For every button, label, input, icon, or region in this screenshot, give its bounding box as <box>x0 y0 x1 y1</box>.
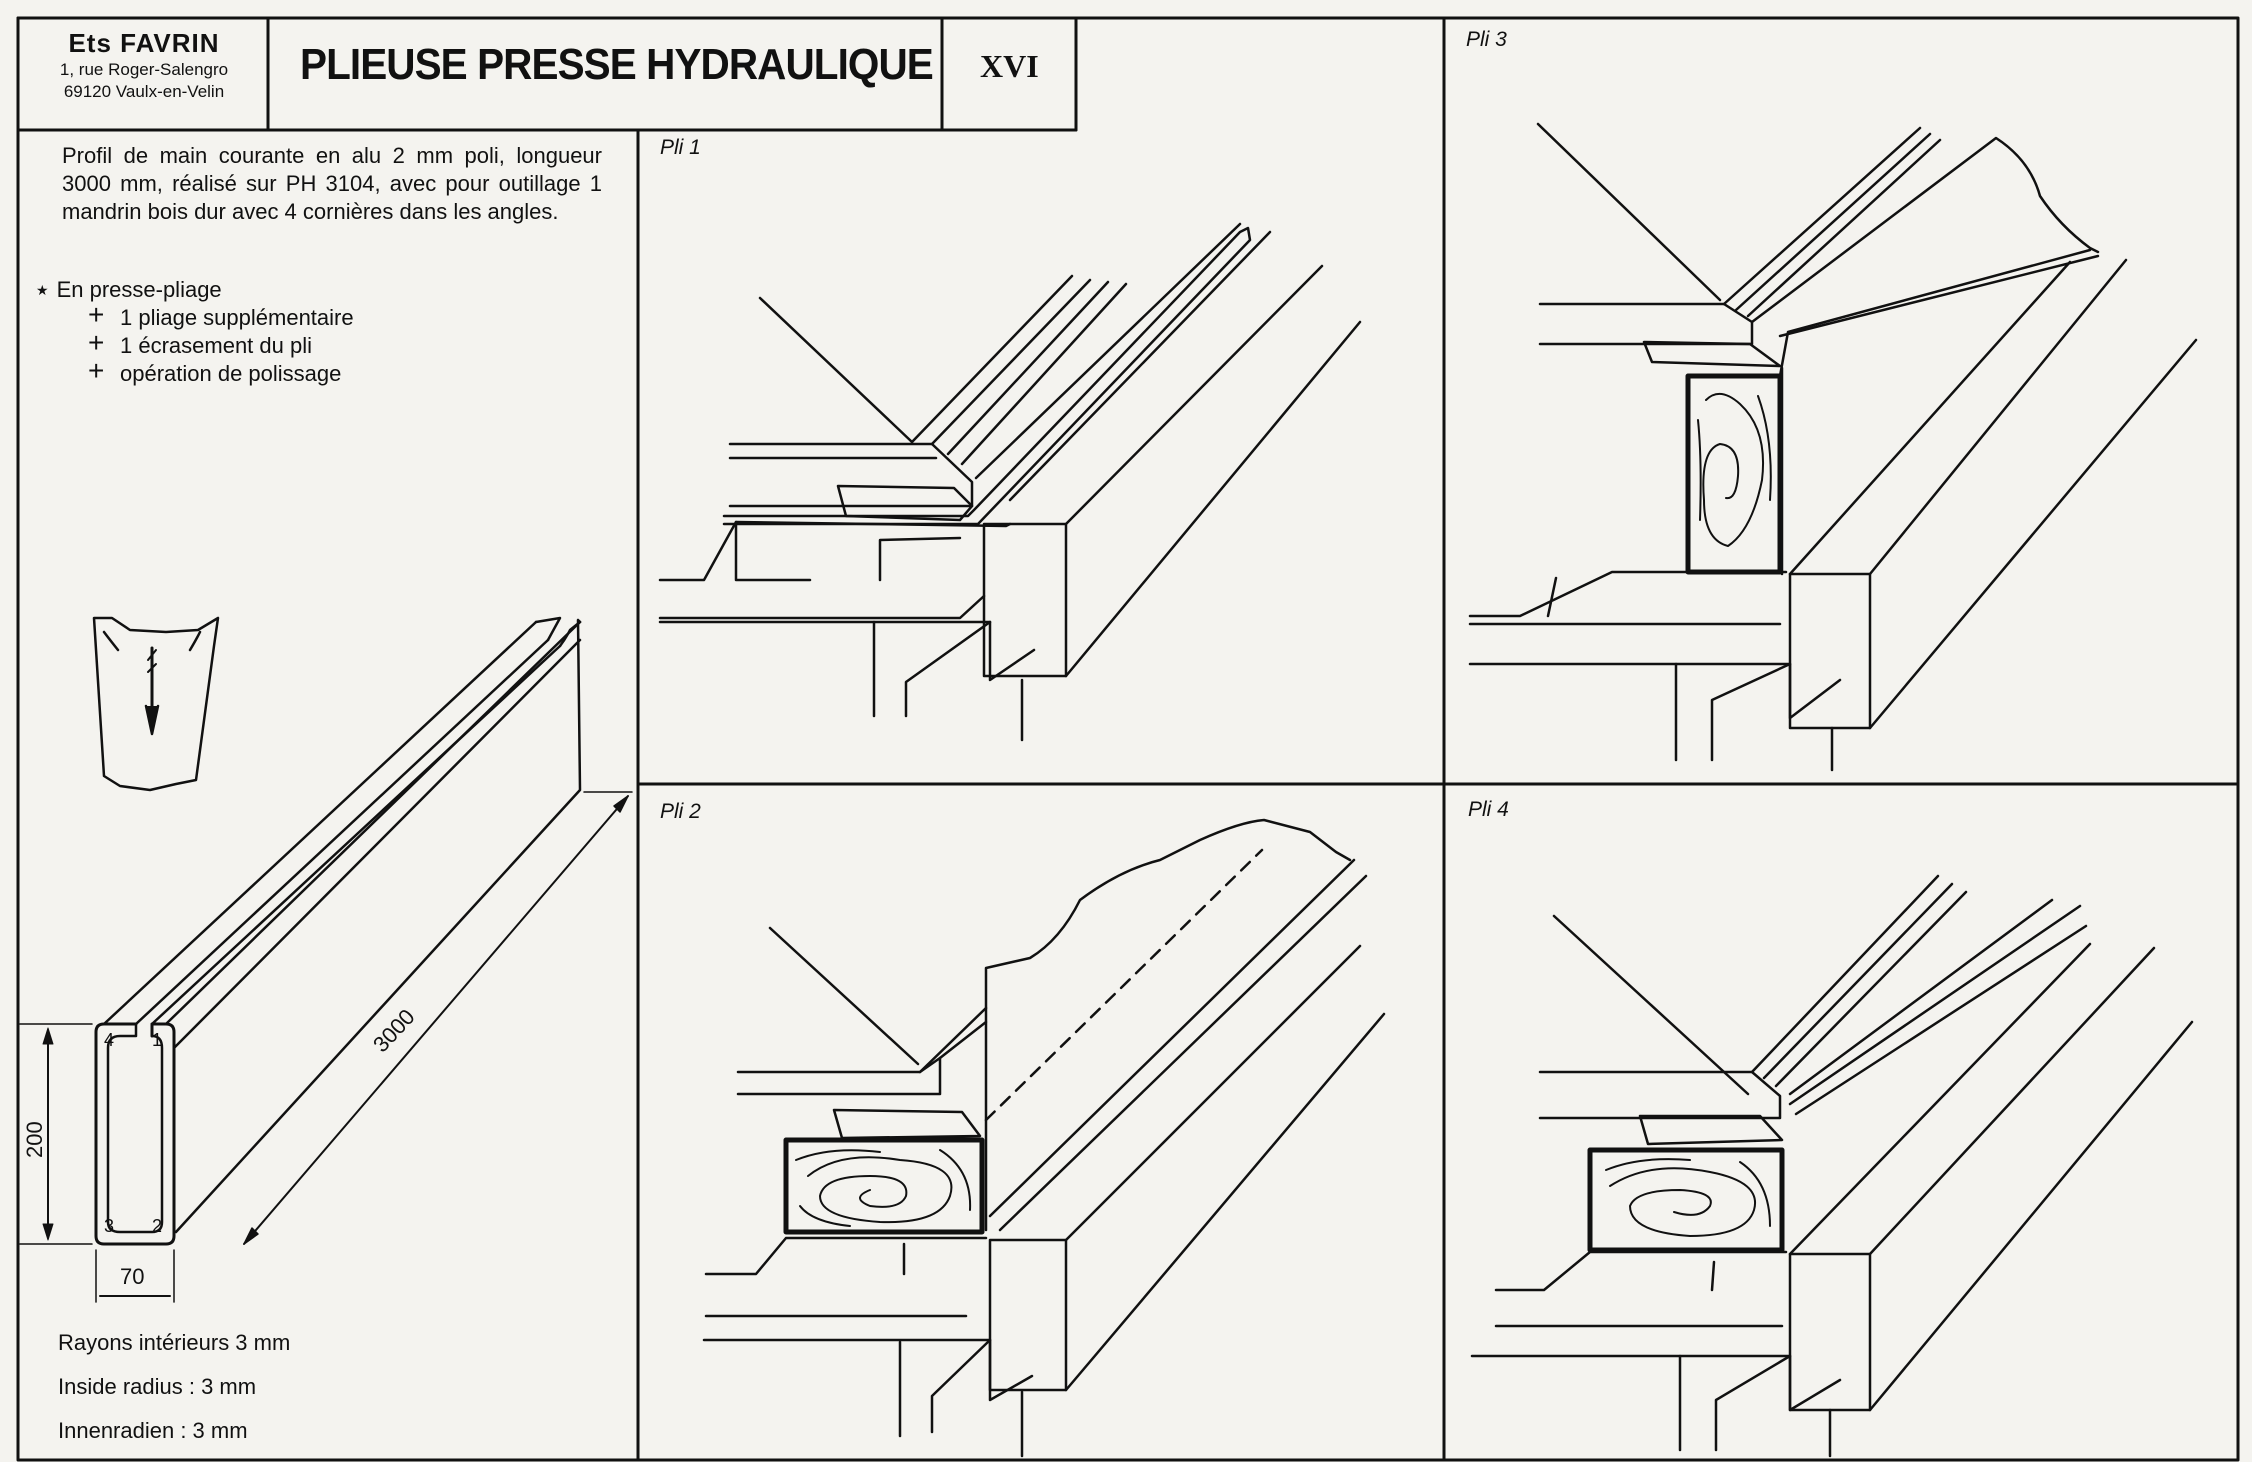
radius-note-de: Innenradien : 3 mm <box>58 1418 248 1443</box>
panel-pli-3-drawing <box>1468 122 2198 772</box>
corner-number-1: 1 <box>152 1030 163 1050</box>
panel-pli-1-drawing <box>658 222 1362 742</box>
panel-pli-2-drawing <box>702 818 1386 1458</box>
punch-tool-sketch <box>92 616 220 792</box>
corner-number-3: 3 <box>104 1216 115 1236</box>
corner-number-4: 4 <box>104 1030 115 1050</box>
radius-note-en: Inside radius : 3 mm <box>58 1374 257 1399</box>
title-block <box>16 16 1078 132</box>
operations-list: En presse-pliage 1 pliage supplémentaire… <box>36 276 354 388</box>
panel-label-pli-1: Pli 1 <box>660 136 701 159</box>
operation-text: 1 écrasement du pli <box>120 333 312 358</box>
operation-item: opération de polissage <box>36 357 354 388</box>
plate-number: XVI <box>980 48 1039 84</box>
panel-label-pli-4: Pli 4 <box>1468 798 1509 821</box>
corner-number-2: 2 <box>152 1216 163 1236</box>
radius-note-fr: Rayons intérieurs 3 mm <box>58 1330 291 1355</box>
profile-isometric-drawing <box>19 616 633 1303</box>
sheet-frame <box>16 16 2240 1462</box>
panel-label-pli-3: Pli 3 <box>1466 28 1507 51</box>
company-name: Ets FAVRIN <box>68 28 220 58</box>
operation-item: 1 écrasement du pli <box>36 329 354 360</box>
operation-text: opération de polissage <box>120 361 342 386</box>
operation-item: 1 pliage supplémentaire <box>36 301 354 332</box>
company-address-line2: 69120 Vaulx-en-Velin <box>63 82 225 101</box>
panel-pli-4-drawing <box>1470 874 2194 1458</box>
page-title: PLIEUSE PRESSE HYDRAULIQUE <box>300 40 934 89</box>
company-block: Ets FAVRIN 1, rue Roger-Salengro 69120 V… <box>24 28 264 103</box>
profile-description: Profil de main courante en alu 2 mm poli… <box>62 143 602 224</box>
operations-heading: En presse-pliage <box>36 276 354 304</box>
dimension-width-label: 70 <box>120 1264 145 1289</box>
operation-text: 1 pliage supplémentaire <box>120 305 354 330</box>
company-address-line1: 1, rue Roger-Salengro <box>59 60 229 79</box>
dimension-height-label: 200 <box>22 1121 47 1158</box>
panel-label-pli-2: Pli 2 <box>660 800 701 823</box>
